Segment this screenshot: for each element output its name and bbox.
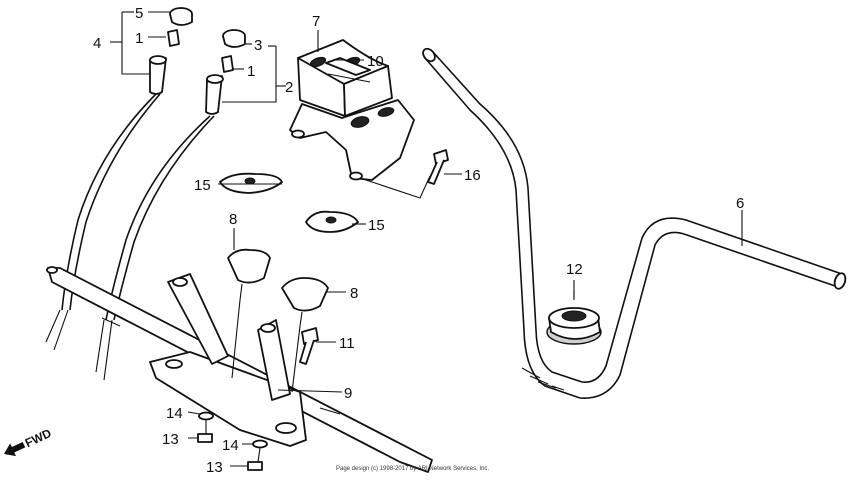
callout-1: 1 — [135, 30, 143, 47]
part-14-washer-right — [252, 439, 268, 449]
callout-4: 4 — [93, 35, 101, 52]
handlebar — [422, 47, 847, 399]
part-7-upper-holder — [289, 39, 415, 181]
part-8-cushion-upper — [227, 248, 271, 301]
callout-10: 10 — [367, 53, 384, 70]
part-13-nut-right — [247, 461, 263, 471]
callout-5: 5 — [135, 5, 143, 22]
copyright-text: Page design (c) 1998-2017 by ARI Network… — [336, 466, 489, 472]
callout-numbers: 5 4 1 3 1 2 7 10 16 15 15 6 12 8 8 11 9 … — [93, 5, 744, 476]
callout-6: 6 — [736, 195, 744, 212]
part-1-bulb-right — [221, 55, 234, 73]
callout-13: 13 — [162, 431, 179, 448]
fwd-label: FWD — [23, 426, 54, 450]
part-9-bracket — [46, 266, 433, 473]
callout-1: 1 — [247, 63, 255, 80]
part-8-cushion-lower — [281, 277, 329, 327]
callout-12: 12 — [566, 261, 583, 278]
part-10-plate — [325, 57, 371, 76]
callout-11: 11 — [339, 335, 355, 352]
callout-8: 8 — [350, 285, 358, 302]
part-12-bushing — [546, 290, 602, 345]
callout-16: 16 — [464, 167, 481, 184]
callout-8: 8 — [229, 211, 237, 228]
part-14-washer-left — [198, 411, 214, 421]
callout-9: 9 — [344, 385, 352, 402]
leader-lines — [110, 11, 743, 467]
part-3-cap — [222, 29, 246, 48]
part-15-clamp-upper — [219, 172, 283, 194]
part-11-bolt — [299, 327, 319, 365]
part-5-cap — [169, 7, 193, 26]
callout-15: 15 — [194, 177, 211, 194]
callout-7: 7 — [312, 13, 320, 30]
part-16-bolt — [427, 149, 449, 185]
part-1-bulb-left — [167, 29, 180, 47]
part-15-clamp-lower — [305, 210, 359, 233]
part-13-nut-left — [197, 433, 213, 443]
callout-2: 2 — [285, 79, 293, 96]
callout-14: 14 — [166, 405, 183, 422]
callout-3: 3 — [254, 37, 262, 54]
callout-14: 14 — [222, 437, 239, 454]
fwd-indicator: FWD — [4, 426, 54, 457]
fwd-arrow-icon — [4, 441, 26, 457]
callout-13: 13 — [206, 459, 223, 476]
callout-15: 15 — [368, 217, 385, 234]
